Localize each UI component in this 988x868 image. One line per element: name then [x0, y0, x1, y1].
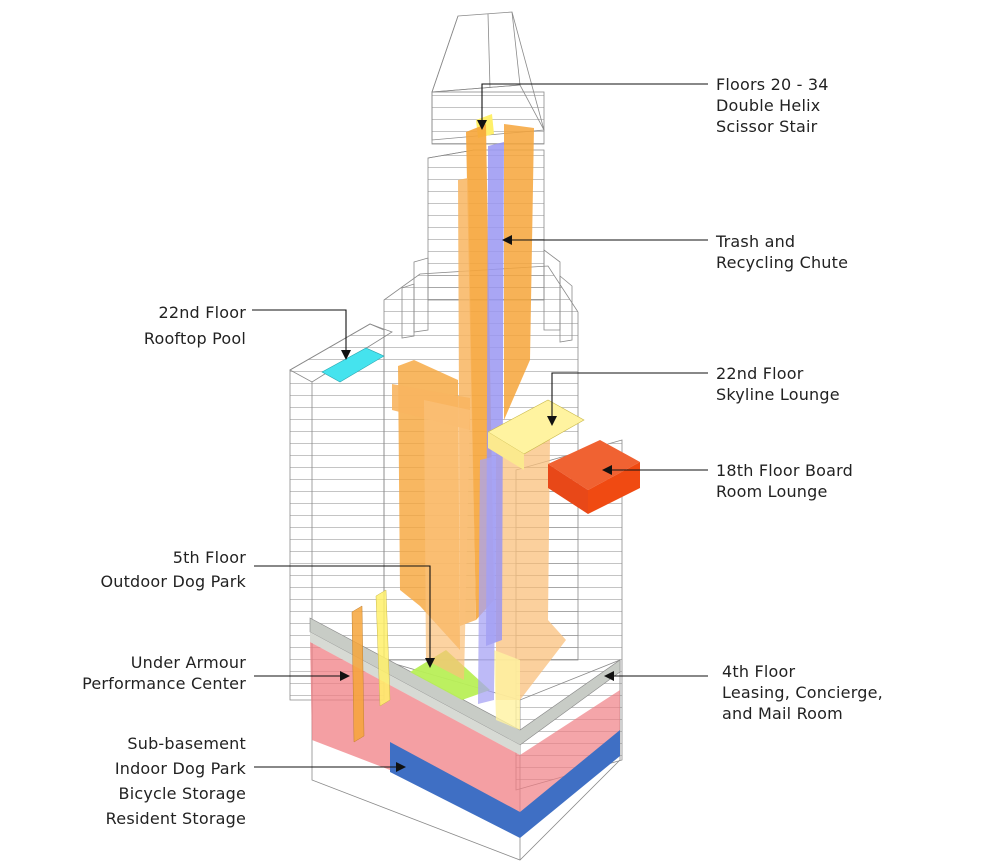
- label-line: Room Lounge: [716, 482, 828, 501]
- label-line: and Mail Room: [722, 704, 843, 723]
- label-line: Under Armour: [130, 653, 246, 672]
- label-outdoor-dog-park: 5th Floor Outdoor Dog Park: [100, 546, 246, 594]
- label-line: Double Helix: [716, 96, 821, 115]
- label-line: Rooftop Pool: [143, 329, 246, 348]
- label-line: Outdoor Dog Park: [100, 572, 246, 591]
- label-line: 5th Floor: [172, 548, 246, 567]
- label-line: Recycling Chute: [716, 253, 849, 272]
- label-line: Resident Storage: [105, 809, 246, 828]
- label-line: 4th Floor: [722, 662, 796, 681]
- label-line: Sub-basement: [127, 734, 246, 753]
- label-sub-basement: Sub-basement Indoor Dog Park Bicycle Sto…: [106, 731, 246, 831]
- label-line: 18th Floor Board: [716, 461, 853, 480]
- label-rooftop-pool: 22nd Floor Rooftop Pool: [144, 300, 246, 352]
- label-line: Trash and: [716, 232, 796, 251]
- label-line: Skyline Lounge: [716, 385, 840, 404]
- label-skyline-lounge: 22nd Floor Skyline Lounge: [716, 363, 840, 405]
- boardroom-volume: [548, 440, 640, 514]
- skyline-lounge-volume: [487, 399, 585, 470]
- chute-volume: [478, 142, 504, 704]
- label-line: 22nd Floor: [716, 364, 804, 383]
- label-line: Scissor Stair: [716, 117, 818, 136]
- label-line: Bicycle Storage: [118, 784, 246, 803]
- pool-volume: [321, 347, 385, 383]
- leader-arrowheads: [340, 120, 614, 772]
- label-line: 22nd Floor: [158, 303, 246, 322]
- label-double-helix-stair: Floors 20 - 34 Double Helix Scissor Stai…: [716, 74, 829, 137]
- label-board-room-lounge: 18th Floor Board Room Lounge: [716, 460, 853, 502]
- label-under-armour: Under Armour Performance Center: [82, 652, 246, 694]
- basement-volume: [390, 730, 620, 838]
- label-4th-floor-leasing: 4th Floor Leasing, Concierge, and Mail R…: [722, 661, 883, 724]
- label-line: Performance Center: [82, 674, 246, 693]
- label-line: Indoor Dog Park: [114, 759, 246, 778]
- label-trash-chute: Trash and Recycling Chute: [716, 231, 848, 273]
- leader-lines: [252, 83, 708, 768]
- label-line: Floors 20 - 34: [716, 75, 829, 94]
- stair-volumes: [392, 124, 566, 730]
- label-line: Leasing, Concierge,: [722, 683, 883, 702]
